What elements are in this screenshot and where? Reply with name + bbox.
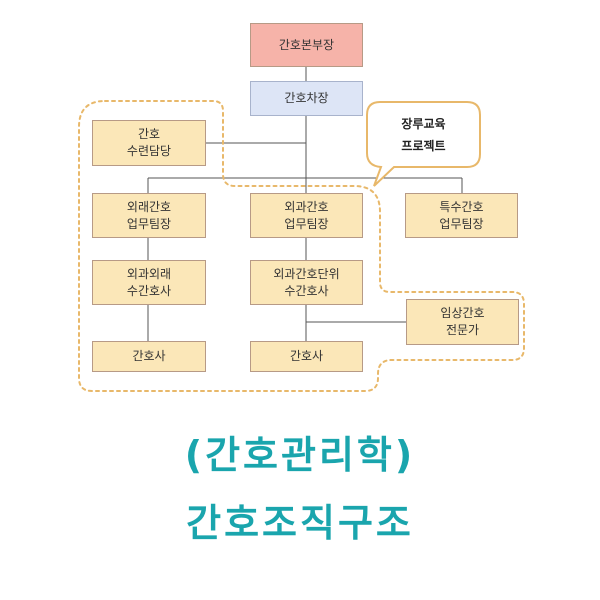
special-manager-label-1: 특수간호	[439, 199, 484, 214]
callout-label-1: 장루교육	[401, 116, 446, 131]
outpatient-manager-label-2: 업무팀장	[126, 216, 172, 231]
ostomy-education-project-callout: 장루교육 프로젝트	[367, 102, 480, 167]
surgical-head-nurse-label-1: 외과간호단위	[273, 266, 340, 281]
deputy-director-label: 간호차장	[284, 91, 329, 105]
clinical-specialist-node: 임상간호 전문가	[406, 299, 519, 345]
clinical-specialist-label-1: 임상간호	[440, 306, 485, 320]
surgical-nurse-node: 간호사	[250, 341, 363, 372]
surgical-manager-node: 외과간호 업무팀장	[250, 193, 363, 238]
surgical-head-nurse-label-2: 수간호사	[284, 283, 329, 298]
special-manager-node: 특수간호 업무팀장	[405, 193, 518, 238]
project-callout-bubble	[366, 101, 481, 187]
outpatient-nurse-node: 간호사	[92, 341, 206, 372]
outpatient-manager-label-1: 외래간호	[126, 199, 172, 214]
outpatient-head-nurse-node: 외과외래 수간호사	[92, 260, 206, 305]
surgical-manager-label-2: 업무팀장	[284, 216, 329, 231]
outpatient-head-nurse-label-1: 외과외래	[126, 266, 172, 281]
outpatient-nurse-label: 간호사	[132, 349, 166, 363]
training-officer-node: 간호 수련담당	[92, 120, 206, 166]
surgical-manager-label-1: 외과간호	[284, 199, 329, 214]
subject-title: (간호관리학)	[184, 433, 416, 477]
surgical-head-nurse-node: 외과간호단위 수간호사	[250, 260, 363, 305]
topic-title: 간호조직구조	[186, 501, 414, 545]
clinical-specialist-label-2: 전문가	[445, 323, 480, 337]
project-team-outline	[78, 100, 525, 392]
training-officer-label-1: 간호	[137, 127, 161, 141]
callout-label-2: 프로젝트	[401, 138, 446, 153]
nursing-director-node: 간호본부장	[250, 23, 363, 67]
deputy-director-node: 간호차장	[250, 81, 363, 116]
training-officer-label-2: 수련담당	[126, 144, 172, 158]
outpatient-head-nurse-label-2: 수간호사	[126, 283, 172, 298]
surgical-nurse-label: 간호사	[289, 349, 324, 363]
outpatient-manager-node: 외래간호 업무팀장	[92, 193, 206, 238]
nursing-director-label: 간호본부장	[278, 37, 335, 52]
special-manager-label-2: 업무팀장	[439, 216, 484, 231]
